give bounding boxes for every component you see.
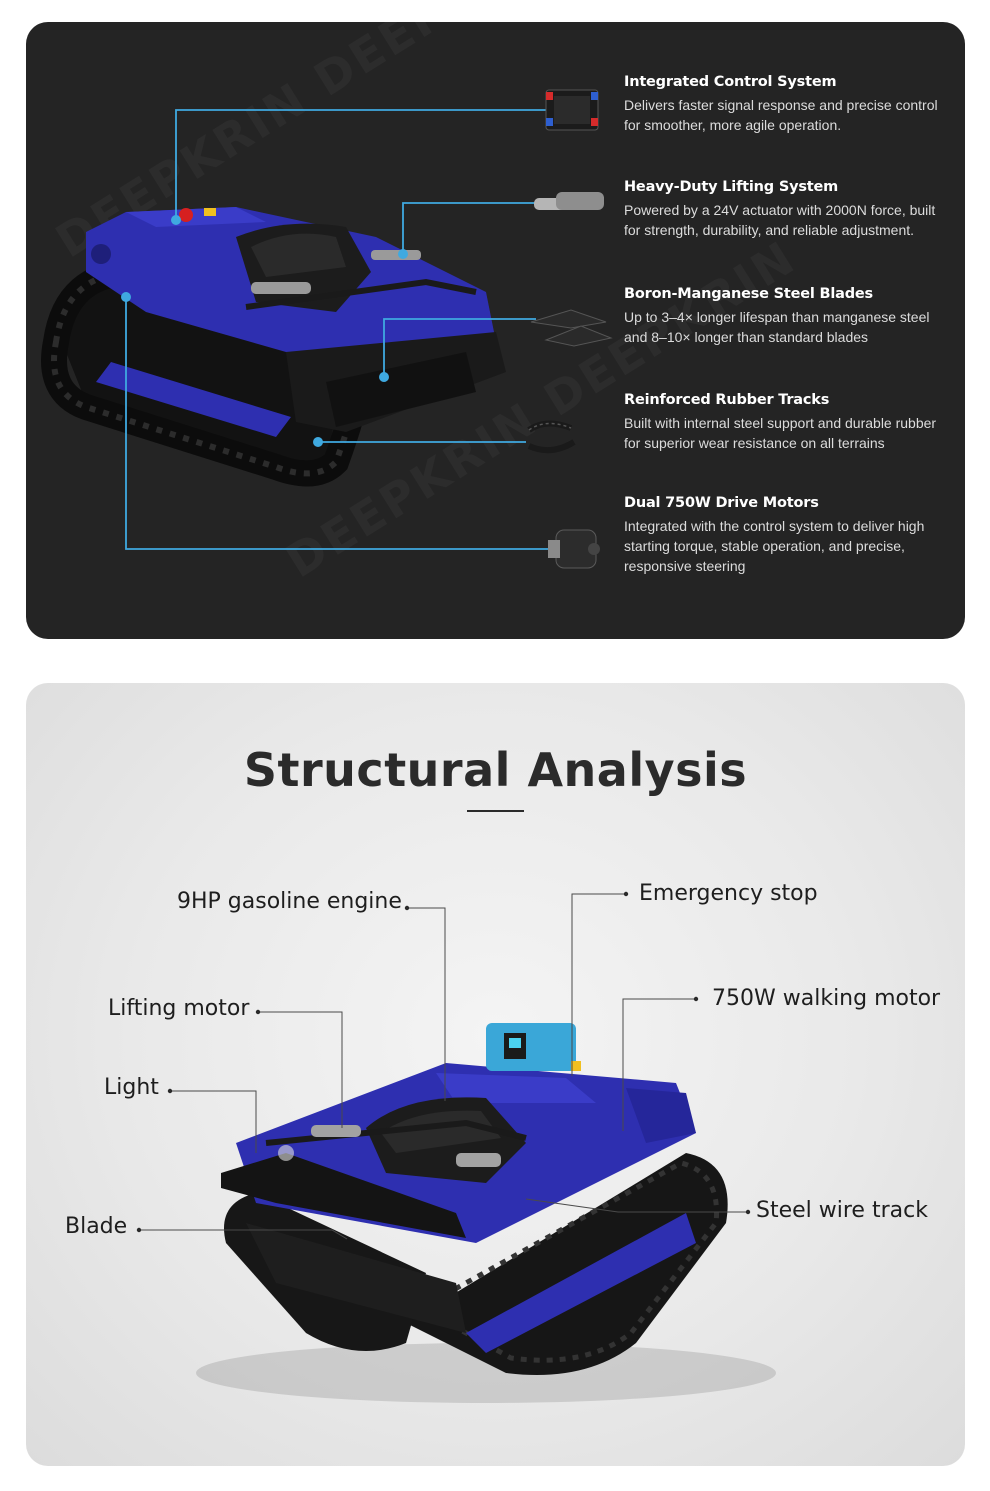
feature-title: Heavy-Duty Lifting System xyxy=(624,179,839,195)
structure-illustration xyxy=(136,891,776,1403)
feature-description: Built with internal steel support and du… xyxy=(624,415,937,451)
feature-drive-motors: Dual 750W Drive Motors Integrated with t… xyxy=(624,495,944,576)
feature-description: Delivers faster signal response and prec… xyxy=(624,97,938,133)
feature-description: Powered by a 24V actuator with 2000N for… xyxy=(624,202,936,238)
features-illustration xyxy=(41,89,613,569)
page-title: Structural Analysis xyxy=(243,743,748,797)
feature-rubber-tracks: Reinforced Rubber Tracks Built with inte… xyxy=(624,392,944,453)
feature-description: Integrated with the control system to de… xyxy=(624,518,925,574)
rubber-track-icon xyxy=(527,420,576,454)
callout-lifting-motor: Lifting motor xyxy=(108,996,250,1021)
feature-control-system: Integrated Control System Delivers faste… xyxy=(624,74,944,135)
blade-icon xyxy=(530,309,613,347)
control-board-icon xyxy=(545,89,599,131)
callout-engine: 9HP gasoline engine xyxy=(177,889,402,914)
actuator-icon xyxy=(534,192,604,210)
feature-lifting-system: Heavy-Duty Lifting System Powered by a 2… xyxy=(624,179,944,240)
callout-emergency-stop: Emergency stop xyxy=(639,881,818,906)
drive-motor-icon xyxy=(548,529,600,569)
feature-title: Dual 750W Drive Motors xyxy=(624,495,819,511)
leader-dots xyxy=(136,891,751,1233)
features-panel: DEEPKRIN DEEPKRIN DEEPKRIN DEEPKRIN xyxy=(26,22,965,639)
feature-title: Reinforced Rubber Tracks xyxy=(624,392,830,408)
leader-dots xyxy=(121,215,408,447)
callout-track: Steel wire track xyxy=(756,1198,928,1223)
feature-title: Boron-Manganese Steel Blades xyxy=(624,286,873,302)
feature-blades: Boron-Manganese Steel Blades Up to 3–4× … xyxy=(624,286,944,347)
feature-description: Up to 3–4× longer lifespan than manganes… xyxy=(624,309,930,345)
callout-blade: Blade xyxy=(65,1214,128,1239)
feature-title: Integrated Control System xyxy=(624,74,837,90)
title-underline xyxy=(467,810,524,812)
callout-light: Light xyxy=(104,1075,159,1100)
structure-panel: Structural Analysis xyxy=(26,683,965,1466)
leader-lines xyxy=(125,109,551,550)
callout-walking-motor: 750W walking motor xyxy=(712,986,941,1011)
mower-image xyxy=(196,1023,776,1403)
mower-image xyxy=(41,207,506,487)
leader-lines xyxy=(139,893,748,1240)
